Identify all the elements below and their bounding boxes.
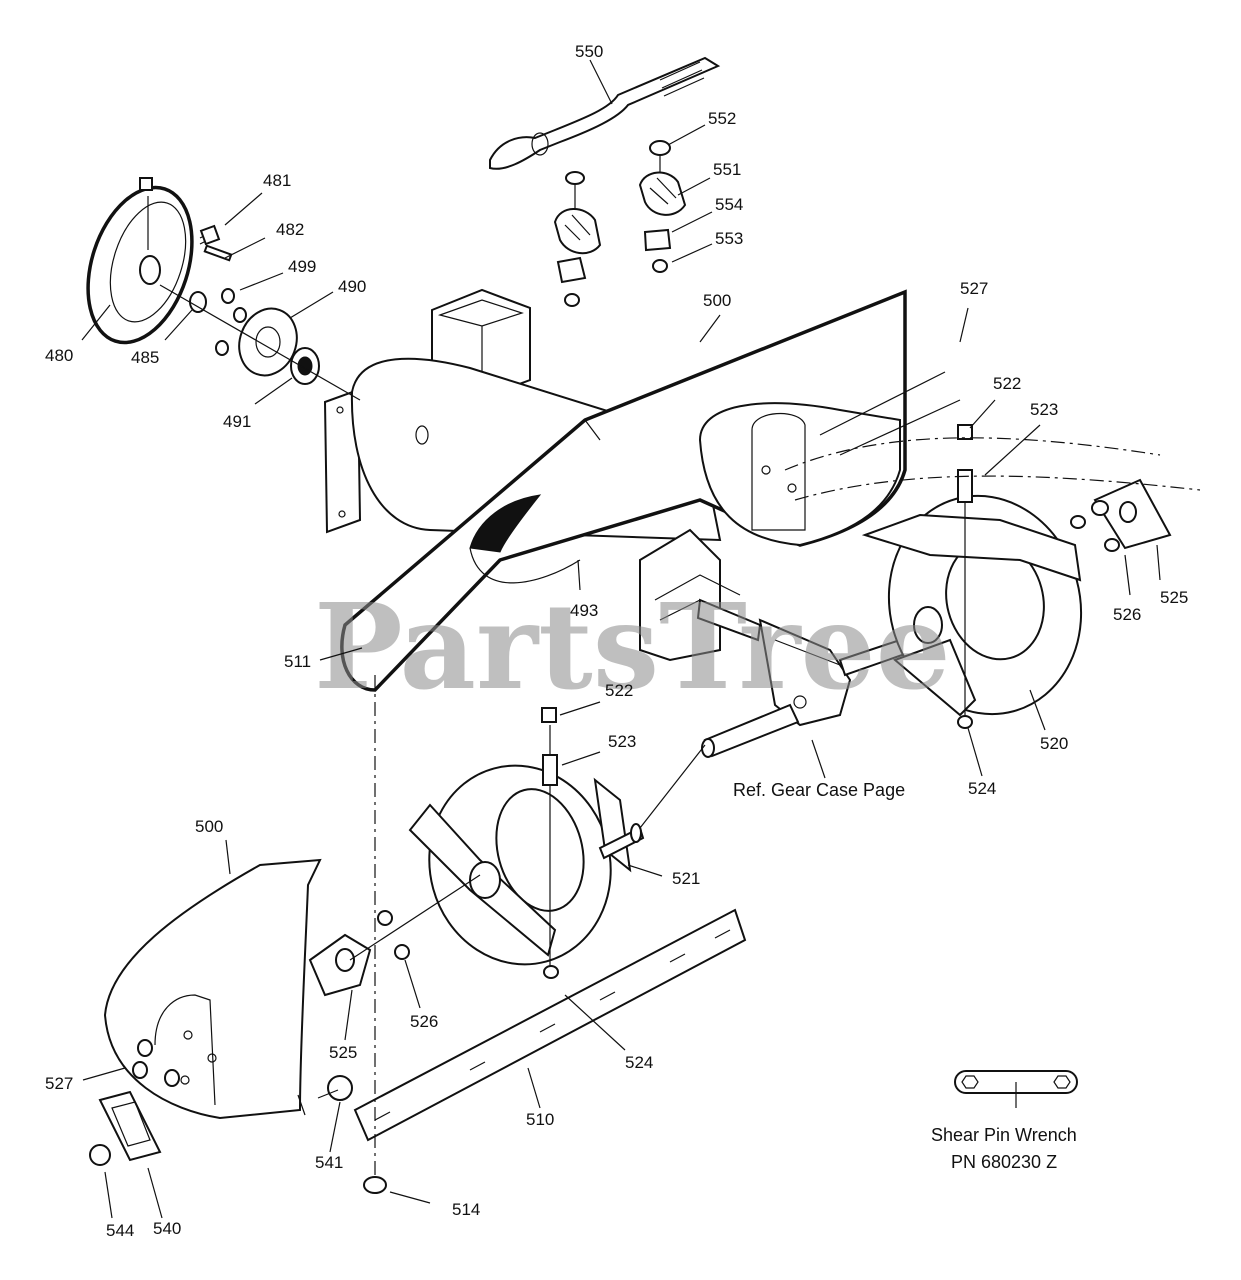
right-auger <box>784 371 1201 729</box>
label-493: 493 <box>570 601 598 620</box>
crank-handle-assembly <box>489 56 721 170</box>
label-499: 499 <box>288 257 316 276</box>
label-490: 490 <box>338 277 366 296</box>
label-520: 520 <box>1040 734 1068 753</box>
label-511: 511 <box>284 652 311 671</box>
label-514: 514 <box>452 1200 480 1219</box>
label-553: 553 <box>715 229 743 248</box>
label-525-right: 525 <box>1160 588 1188 607</box>
label-551: 551 <box>713 160 741 179</box>
label-525-lower: 525 <box>329 1043 357 1062</box>
label-554: 554 <box>715 195 743 214</box>
watermark-text: PartsTree <box>314 577 951 716</box>
scraper-bar <box>353 675 747 1194</box>
label-522-upper: 522 <box>993 374 1021 393</box>
wrench-part-number: PN 680230 Z <box>951 1152 1057 1172</box>
housing-end-plate <box>89 858 481 1166</box>
shear-pin-wrench <box>954 1070 1078 1108</box>
gear-case-reference: Ref. Gear Case Page <box>733 780 905 800</box>
pulley-assembly <box>86 177 361 401</box>
label-527-upper: 527 <box>960 279 988 298</box>
label-522-lower: 522 <box>605 681 633 700</box>
label-500-upper: 500 <box>703 291 731 310</box>
label-552: 552 <box>708 109 736 128</box>
gear-case-assembly <box>639 528 907 758</box>
label-485: 485 <box>131 348 159 367</box>
part-labels: 550 552 551 554 553 481 482 499 490 480 … <box>45 42 1188 1240</box>
label-524-lower: 524 <box>625 1053 653 1072</box>
label-482: 482 <box>276 220 304 239</box>
label-500-lower: 500 <box>195 817 223 836</box>
label-544: 544 <box>106 1221 134 1240</box>
chute-brackets <box>553 140 687 307</box>
left-auger <box>408 707 706 979</box>
label-527-lower: 527 <box>45 1074 73 1093</box>
label-521: 521 <box>672 869 700 888</box>
wrench-name: Shear Pin Wrench <box>931 1125 1077 1145</box>
label-540: 540 <box>153 1219 181 1238</box>
label-541: 541 <box>315 1153 343 1172</box>
label-526-lower: 526 <box>410 1012 438 1031</box>
label-526-right: 526 <box>1113 605 1141 624</box>
label-550: 550 <box>575 42 603 61</box>
label-491: 491 <box>223 412 251 431</box>
auger-housing <box>323 288 907 692</box>
label-510: 510 <box>526 1110 554 1129</box>
leader-lines <box>81 59 1161 1219</box>
label-480: 480 <box>45 346 73 365</box>
label-523-lower: 523 <box>608 732 636 751</box>
label-481: 481 <box>263 171 291 190</box>
label-523-upper: 523 <box>1030 400 1058 419</box>
label-524-right: 524 <box>968 779 996 798</box>
